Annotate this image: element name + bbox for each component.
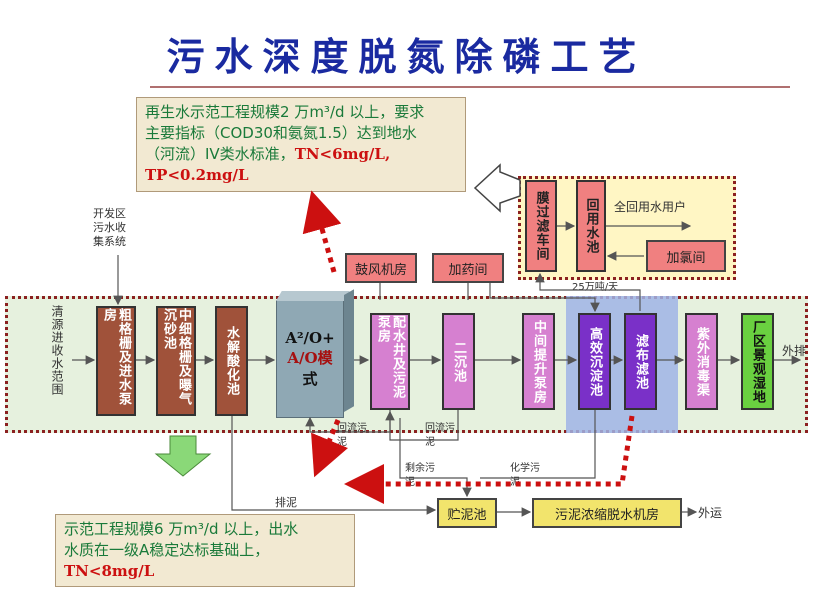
discharge-line (231, 416, 437, 515)
red-arrow-down-to-bottom-note (311, 419, 348, 478)
bottom-note-line2: 水质在一级A稳定达标基础上， (64, 541, 270, 559)
unit-lift-pump: 中间提升泵房 (522, 313, 555, 410)
top-note-line3: （河流）IV类水标准， (145, 145, 295, 163)
red-arrow-chemical-return (344, 415, 635, 504)
unit-coarse-screen: 粗格栅及进水泵房 (96, 306, 136, 416)
inflow-label: 清源进收水范围 (50, 305, 64, 396)
page-title: 污水深度脱氮除磷工艺 (166, 34, 647, 79)
transport-label: 外运 (698, 506, 723, 520)
unit-landscape-wetland: 厂区景观湿地 (741, 313, 774, 410)
top-note-tp: TP<0.2mg/L (145, 166, 249, 184)
reuse-user-label: 全回用水用户 (614, 200, 687, 214)
flow-dosing-to-advanced (489, 283, 600, 313)
red-arrow-up-to-top-note (302, 190, 342, 273)
return-sludge-line-2 (385, 410, 459, 441)
top-requirement-note: 再生水示范工程规模2 万m³/d 以上，要求 主要指标（COD30和氨氮1.5）… (136, 97, 466, 192)
bottom-requirement-note: 示范工程规模6 万m³/d 以上，出水 水质在一级A稳定达标基础上， TN<8m… (55, 514, 355, 587)
unit-membrane-filtration: 膜过滤车间 (525, 180, 557, 272)
unit-secondary-clarifier: 二沉池 (442, 313, 475, 410)
top-note-tn: TN<6mg/L, (294, 145, 391, 163)
unit-distribution-well: 配水井及污泥泵房 (370, 313, 410, 410)
unit-sludge-storage: 贮泥池 (437, 498, 497, 528)
unit-dosing-room: 加药间 (432, 253, 504, 283)
unit-chlorination-room: 加氯间 (646, 240, 726, 272)
dev-zone-label: 开发区 污水收 集系统 (93, 207, 126, 248)
unit-hydrolysis: 水解酸化池 (215, 306, 248, 416)
unit-sludge-dewatering: 污泥浓缩脱水机房 (532, 498, 682, 528)
unit-reuse-tank: 回用水池 (576, 180, 606, 272)
return-sludge-line-1 (305, 410, 391, 433)
bottom-note-line1: 示范工程规模6 万m³/d 以上，出水 (64, 520, 299, 538)
unit-high-eff-sedimentation: 高效沉淀池 (578, 313, 611, 410)
top-note-line2: 主要指标（COD30和氨氮1.5）达到地水 (145, 124, 417, 142)
unit-cloth-filter: 滤布滤池 (624, 313, 657, 410)
return-sludge-label-2: 回流污泥 (425, 423, 455, 448)
flow-capacity-label: 25万吨/天 (572, 282, 619, 293)
chemical-sludge-line (480, 410, 596, 479)
filter-to-membrane (535, 272, 641, 311)
bottom-note-tn: TN<8mg/L (64, 562, 155, 580)
chemical-sludge-label: 化学污泥 (510, 463, 540, 488)
unit-fine-screen: 中细格栅及曝气沉砂池 (156, 306, 196, 416)
top-note-line1: 再生水示范工程规模2 万m³/d 以上，要求 (145, 103, 425, 121)
discharge-sludge-label: 排泥 (275, 496, 297, 509)
unit-blower-room: 鼓风机房 (345, 253, 417, 283)
outflow-label: 外排 (782, 344, 807, 358)
down-green-arrow (154, 435, 212, 477)
title-underline (150, 86, 790, 88)
unit-uv-disinfection: 紫外消毒渠 (685, 313, 718, 410)
excess-sludge-line (399, 418, 472, 498)
reuse-hollow-arrow (473, 163, 521, 213)
